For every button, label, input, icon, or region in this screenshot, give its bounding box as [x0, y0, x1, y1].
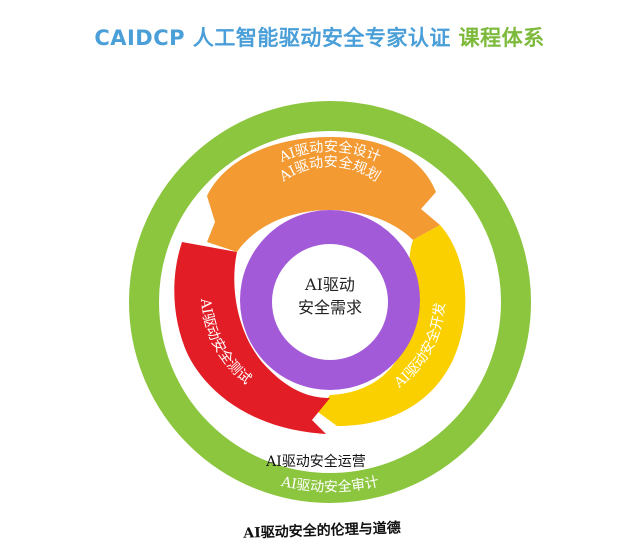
audit-ring	[129, 101, 531, 503]
ethics-label: AI驱动安全的伦理与道德	[242, 519, 401, 542]
development-segment	[318, 225, 466, 426]
page-title: CAIDCP 人工智能驱动安全专家认证 课程体系	[0, 22, 639, 52]
operations-label: AI驱动安全运营	[265, 453, 366, 470]
audit-label: AI驱动安全审计	[279, 474, 380, 496]
center-label-line2: 安全需求	[298, 298, 362, 317]
testing-segment	[174, 242, 330, 434]
title-suffix: 课程体系	[458, 26, 545, 50]
center-core	[272, 244, 388, 360]
title-main: CAIDCP 人工智能驱动安全专家认证	[94, 26, 451, 50]
design-segment	[207, 137, 440, 252]
center-label-line1: AI驱动	[304, 275, 355, 294]
